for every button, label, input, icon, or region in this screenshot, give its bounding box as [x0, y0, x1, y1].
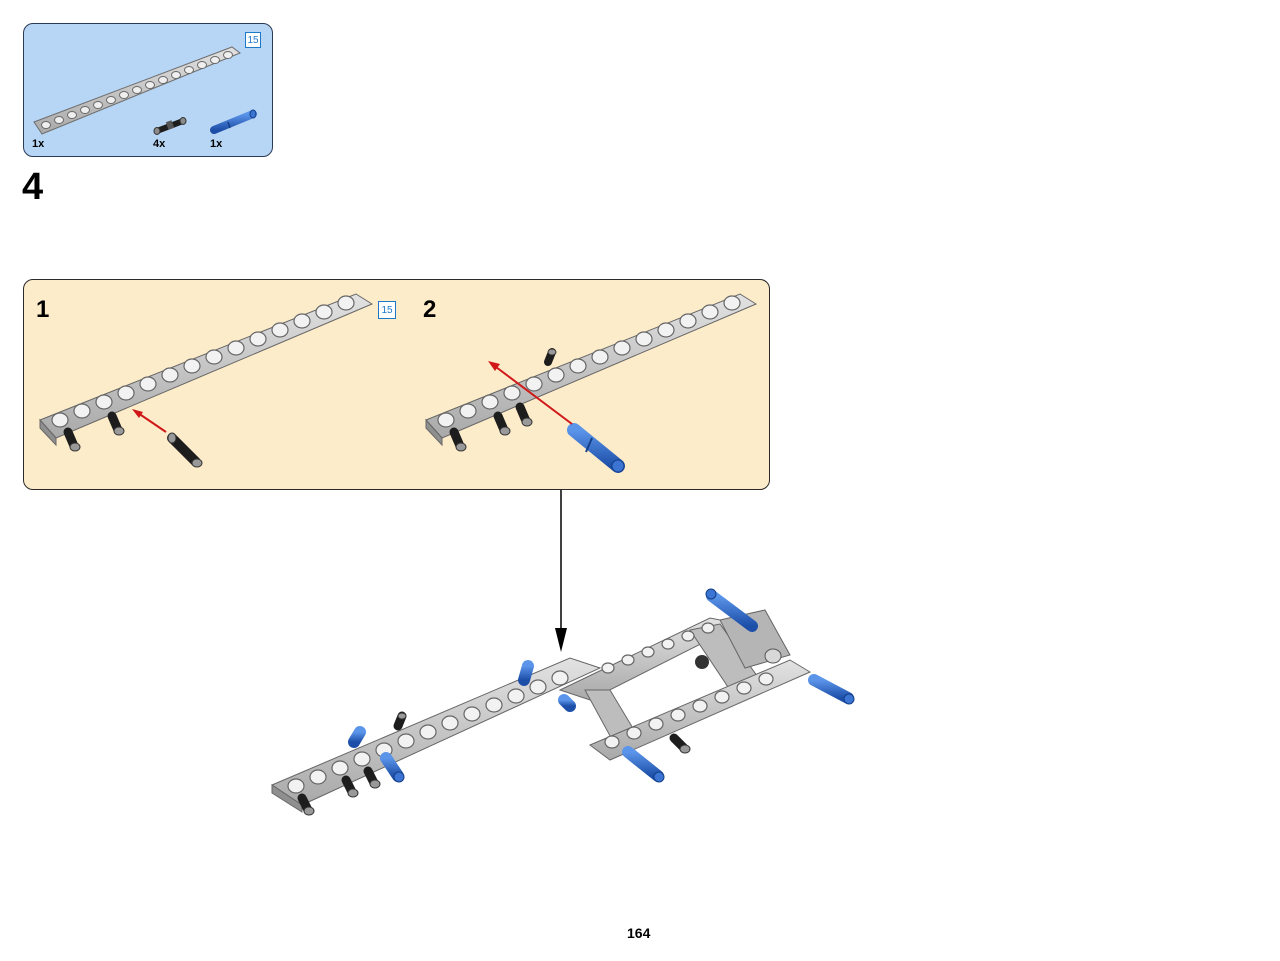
substep-2-beam-icon	[425, 293, 758, 447]
step-number: 4	[22, 166, 44, 208]
parts-black-pin-icon	[153, 117, 187, 135]
substep-2-blue-pin-icon	[567, 423, 625, 473]
assembly-arrow-icon	[555, 490, 567, 652]
substep-1-number: 1	[36, 296, 50, 323]
substep-1-pins-icon	[63, 411, 203, 468]
parts-length-badge: 15	[245, 32, 261, 48]
parts-qty-beam: 1x	[32, 138, 45, 150]
parts-qty-black-pin: 4x	[153, 138, 166, 150]
substep-1-arrow-icon	[132, 409, 167, 433]
substep-2-arrow-icon	[488, 361, 573, 425]
parts-blue-axle-pin-icon	[210, 109, 257, 134]
parts-beam-15-icon	[33, 46, 242, 135]
main-model-illustration	[270, 588, 855, 816]
substep-1-beam-icon	[39, 293, 374, 447]
substep-2-pins-icon	[449, 348, 557, 452]
parts-qty-blue-pin: 1x	[210, 138, 223, 150]
substep-1-length-badge: 15	[378, 301, 396, 319]
page-number: 164	[627, 925, 651, 941]
substep-2-number: 2	[423, 296, 437, 323]
